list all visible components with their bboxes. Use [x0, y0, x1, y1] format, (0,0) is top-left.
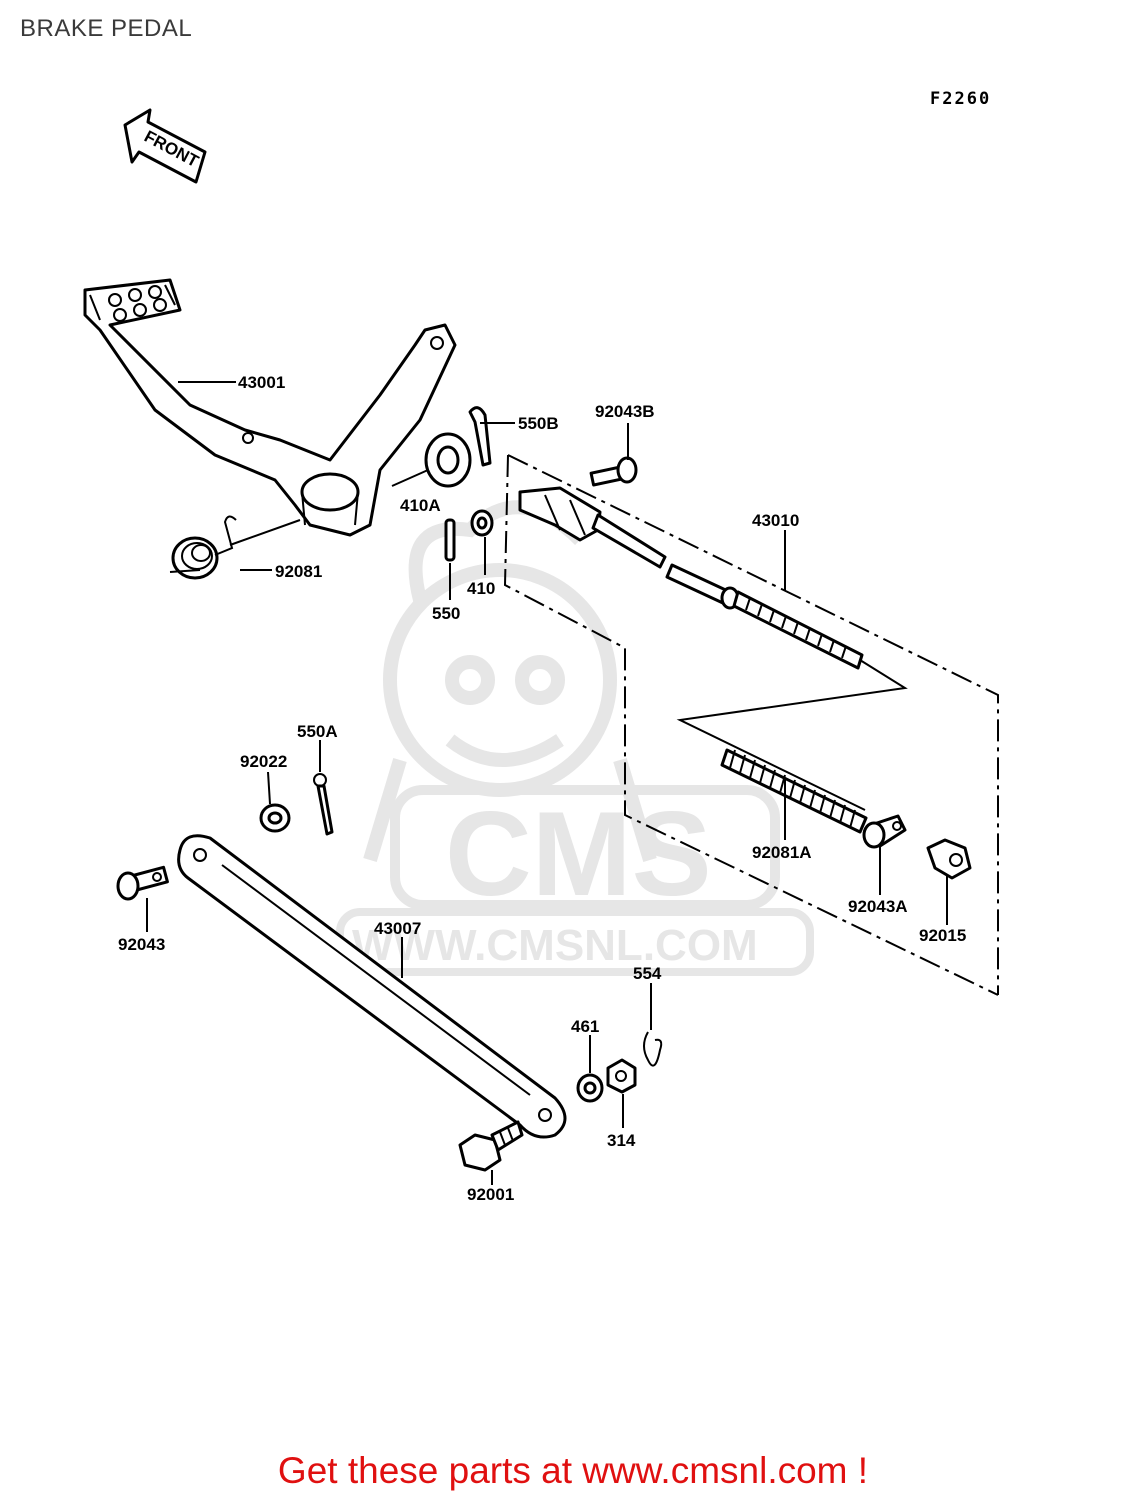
- watermark-brand: CMS: [445, 787, 712, 921]
- watermark-brand-box: [390, 785, 780, 910]
- link-rod-43007: [177, 834, 567, 1139]
- part-labels: 43001 550B 92043B 410A 43010 92081 550 4…: [118, 373, 966, 1204]
- front-arrow-icon: FRONT: [123, 108, 207, 184]
- washer-410a: [424, 432, 472, 488]
- part-label-314: 314: [607, 1131, 636, 1150]
- washer-92022: [259, 803, 291, 833]
- part-label-410a: 410A: [400, 496, 441, 515]
- footer-link[interactable]: Get these parts at www.cmsnl.com !: [277, 1450, 869, 1491]
- part-label-92043: 92043: [118, 935, 165, 954]
- pin-92043: [116, 865, 169, 901]
- page-title: BRAKE PEDAL: [20, 15, 193, 42]
- adjusting-nut-92015: [926, 838, 972, 880]
- part-label-43007: 43007: [374, 919, 421, 938]
- part-label-461: 461: [571, 1017, 599, 1036]
- return-spring-92081: [169, 515, 237, 580]
- part-label-92015: 92015: [919, 926, 966, 945]
- leader-lines: [146, 381, 948, 1185]
- washer-461: [576, 1073, 604, 1103]
- pin-92043b: [589, 456, 638, 487]
- part-label-550a: 550A: [297, 722, 338, 741]
- brake-rod: [518, 486, 908, 811]
- trunnion-92043a: [862, 814, 907, 849]
- part-label-43001: 43001: [238, 373, 285, 392]
- diagram-code: F2260: [930, 89, 991, 109]
- cotter-pin-550b: [468, 406, 492, 467]
- part-label-43010: 43010: [752, 511, 799, 530]
- washer-410: [470, 509, 494, 537]
- part-label-92001: 92001: [467, 1185, 514, 1204]
- part-label-92043a: 92043A: [848, 897, 908, 916]
- cotter-pin-550a: [313, 773, 334, 836]
- cotter-pin-550: [444, 518, 456, 562]
- part-label-550: 550: [432, 604, 460, 623]
- bolt-92001: [458, 1120, 524, 1172]
- watermark-url: WWW.CMSNL.COM: [352, 921, 758, 970]
- part-label-554: 554: [633, 964, 662, 983]
- nut-314: [606, 1058, 637, 1094]
- part-label-92043b: 92043B: [595, 402, 655, 421]
- part-label-410: 410: [467, 579, 495, 598]
- assembly-outline: [503, 454, 999, 996]
- clip-554: [643, 1031, 663, 1067]
- part-label-92081: 92081: [275, 562, 322, 581]
- brake-pedal-arm: [83, 278, 457, 537]
- part-label-92081a: 92081A: [752, 843, 812, 862]
- part-label-92022: 92022: [240, 752, 287, 771]
- spring-92081a: [720, 748, 868, 834]
- watermark: CMS WWW.CMSNL.COM: [336, 500, 814, 976]
- part-label-550b: 550B: [518, 414, 559, 433]
